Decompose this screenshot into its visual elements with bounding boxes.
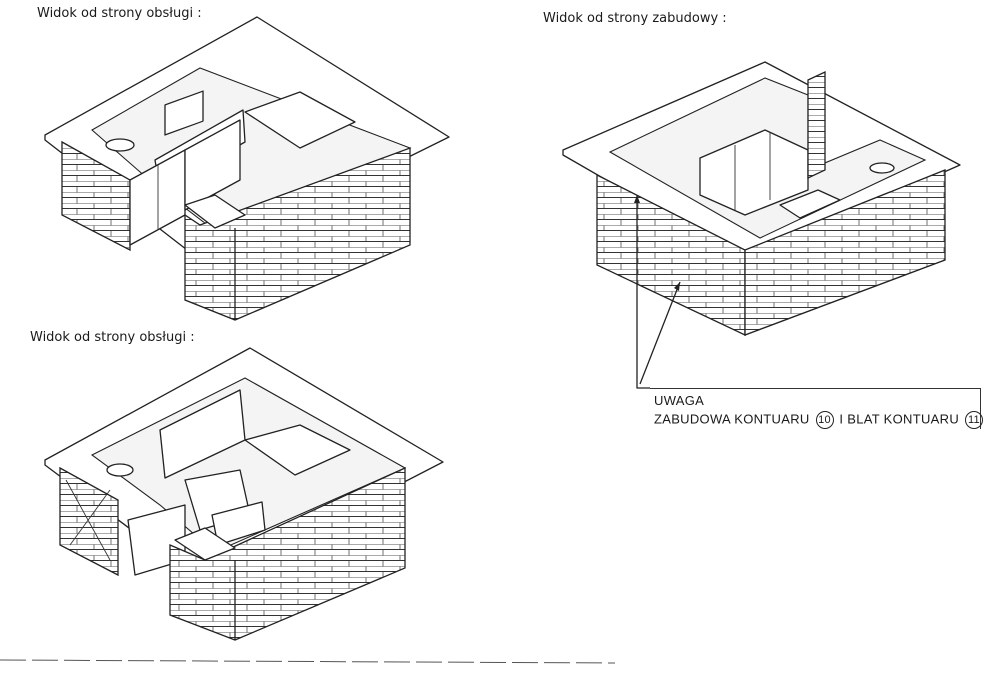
note-line-prefix: ZABUDOWA KONTUARU [654, 411, 810, 427]
inner-cabinet-top [244, 91, 356, 149]
brick-wall-front [184, 147, 411, 321]
brick-wall-short [744, 169, 946, 336]
counter-view-top-left [44, 16, 450, 321]
ref-circle-11: 11 [964, 411, 983, 429]
brick-pier-back [807, 70, 826, 180]
ref-circle-10: 10 [815, 411, 834, 429]
brick-wall-left [61, 140, 131, 252]
end-cap-bottom [174, 527, 236, 561]
counter-view-bottom-left [44, 347, 444, 641]
note-heading: UWAGA [654, 393, 705, 408]
cabinet-door-mid [184, 119, 241, 211]
inner-cabinets-right [699, 129, 809, 216]
end-cap-slab [184, 194, 246, 229]
inner-top-bottom [244, 424, 351, 476]
note-line-mid: I BLAT KONTUARU [839, 411, 960, 427]
note-box: UWAGA ZABUDOWA KONTUARU 10 I BLAT KONTUA… [650, 388, 983, 429]
sink-basin [164, 90, 204, 136]
caption-service-view-1: Widok od strony obsługi : [37, 6, 202, 21]
counter-view-top-right [562, 61, 961, 389]
leader-line-1 [636, 195, 650, 389]
sink-bowl-left [105, 138, 135, 152]
sink-bowl-right [869, 162, 895, 174]
sink-basin-right [779, 189, 841, 219]
note-text: ZABUDOWA KONTUARU 10 I BLAT KONTUARU 11 [654, 411, 985, 429]
caption-service-view-2: Widok od strony obsługi : [30, 330, 195, 345]
leader-line-2 [639, 281, 681, 385]
sheet-edge-line [0, 659, 616, 664]
sink-bowl-bottom [106, 463, 134, 477]
caption-build-view: Widok od strony zabudowy : [543, 11, 727, 26]
